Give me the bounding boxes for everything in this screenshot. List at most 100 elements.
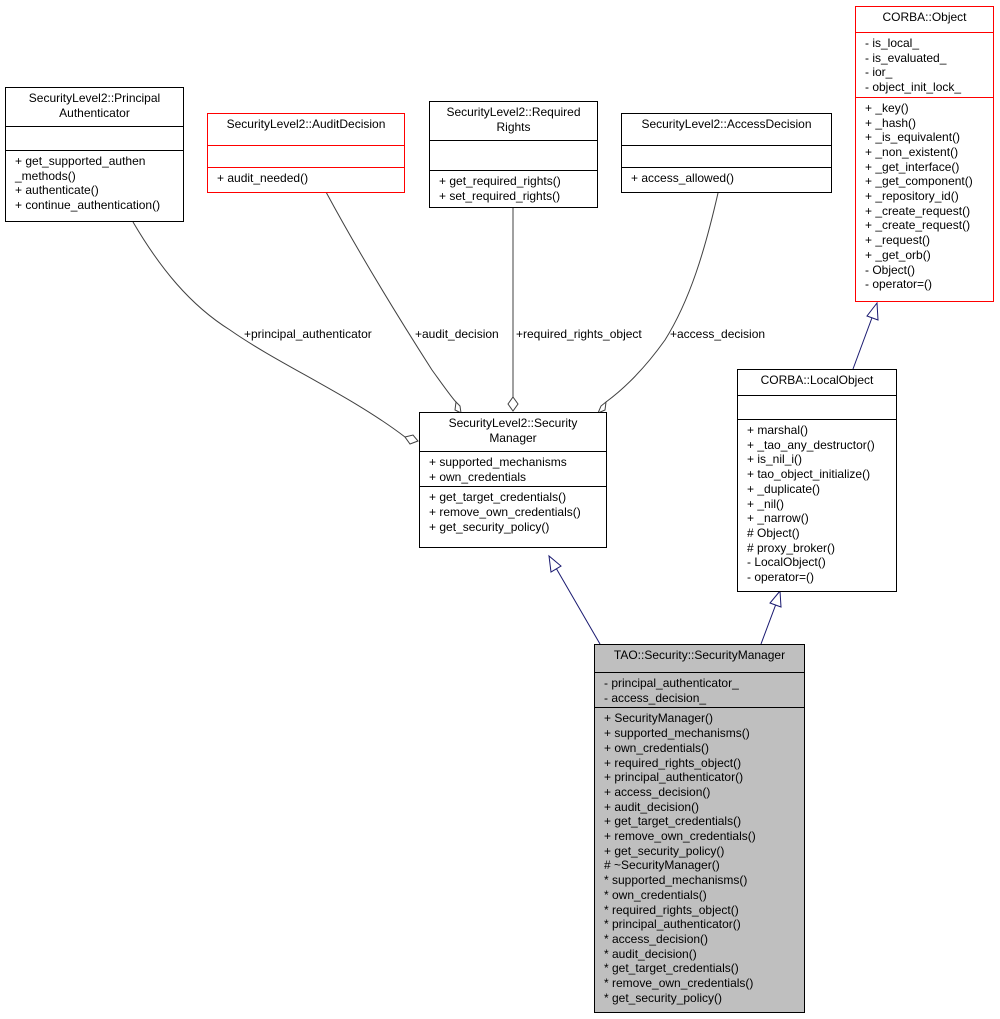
method-item: + principal_authenticator() — [604, 770, 744, 785]
method-item: + supported_mechanisms() — [604, 726, 750, 741]
method-item: + audit_decision() — [604, 799, 700, 814]
class-name-line: TAO::Security::SecurityManager — [613, 648, 786, 662]
class-name-line: Manager — [489, 430, 537, 445]
method-item: + access_allowed() — [631, 171, 735, 185]
method-item: + get_required_rights() — [439, 174, 561, 188]
method-item: + _get_orb() — [865, 247, 931, 262]
method-item: + get_target_credentials() — [604, 814, 742, 829]
class-name-line: CORBA::Object — [882, 10, 967, 24]
method-item: + marshal() — [747, 423, 809, 437]
method-item: + SecurityManager() — [604, 711, 714, 726]
class-attributes: - principal_authenticator_- access_decis… — [595, 672, 804, 707]
method-item: + _repository_id() — [865, 189, 959, 204]
method-item: + audit_needed() — [217, 171, 309, 185]
class-methods: + get_target_credentials()+ remove_own_c… — [420, 486, 606, 536]
method-item: + _create_request() — [865, 218, 971, 233]
class-name-line: CORBA::LocalObject — [760, 373, 874, 387]
edge-tao-inherits-localobject — [760, 603, 777, 645]
method-item: + _get_component() — [865, 174, 973, 189]
attribute-item: - is_local_ — [865, 36, 920, 50]
class-attributes: + supported_mechanisms+ own_credentials — [420, 451, 606, 486]
method-item: + tao_object_initialize() — [747, 467, 871, 482]
class-attributes: - is_local_- is_evaluated_- ior_- object… — [856, 32, 993, 97]
class-methods: + audit_needed() — [208, 167, 404, 188]
edge-access-decision — [605, 192, 719, 403]
class-attributes — [738, 395, 896, 419]
edge-label-audit-decision: +audit_decision — [415, 327, 499, 341]
edge-tao-inherits-localobject-arrowhead — [769, 589, 782, 608]
method-item: - LocalObject() — [747, 555, 826, 570]
edge-label-required-rights-object: +required_rights_object — [516, 327, 642, 341]
class-name-line: SecurityLevel2::AccessDecision — [641, 117, 812, 131]
class-name-line: SecurityLevel2::Required — [446, 105, 581, 119]
class-title: CORBA::LocalObject — [738, 370, 896, 395]
method-item: + _create_request() — [865, 203, 971, 218]
method-item: + set_required_rights() — [439, 188, 561, 203]
class-methods: + access_allowed() — [622, 167, 831, 188]
method-item: + _key() — [865, 100, 909, 115]
method-item: + remove_own_credentials() — [429, 505, 581, 520]
class-methods: + SecurityManager()+ supported_mechanism… — [595, 707, 804, 1007]
edge-required-rights-object-diamond — [507, 396, 519, 412]
attribute-item: - ior_ — [865, 65, 893, 80]
class-box-corba-object[interactable]: CORBA::Object- is_local_- is_evaluated_-… — [855, 6, 994, 302]
method-item: * remove_own_credentials() — [604, 976, 754, 991]
attribute-item: + own_credentials — [429, 469, 527, 484]
attribute-item: - object_init_lock_ — [865, 80, 962, 95]
method-item: + _request() — [865, 233, 931, 248]
method-item: * principal_authenticator() — [604, 917, 741, 932]
method-item: - operator=() — [747, 570, 815, 585]
method-item: _methods() — [15, 168, 76, 183]
edge-principal-authenticator-diamond — [404, 434, 419, 445]
attribute-item: - is_evaluated_ — [865, 50, 947, 65]
class-attributes — [622, 145, 831, 167]
class-methods: + get_supported_authen_methods()+ authen… — [6, 150, 183, 215]
class-name-line: SecurityLevel2::Security — [448, 416, 578, 430]
method-item: + required_rights_object() — [604, 755, 742, 770]
edge-localobject-inherits-object — [852, 314, 874, 370]
class-attributes — [6, 126, 183, 150]
class-methods: + get_required_rights()+ set_required_ri… — [430, 170, 597, 205]
method-item: + access_decision() — [604, 784, 711, 799]
method-item: * supported_mechanisms() — [604, 873, 748, 888]
class-attributes — [430, 140, 597, 170]
edge-label-principal-authenticator: +principal_authenticator — [244, 327, 372, 341]
class-name-line: SecurityLevel2::Principal — [28, 91, 161, 105]
method-item: + _duplicate() — [747, 481, 821, 496]
method-item: + _tao_any_destructor() — [747, 437, 875, 452]
method-item: + remove_own_credentials() — [604, 829, 756, 844]
class-name-line: Rights — [496, 119, 531, 134]
method-item: + get_target_credentials() — [429, 490, 567, 505]
method-item: # ~SecurityManager() — [604, 858, 720, 873]
attribute-item: + supported_mechanisms — [429, 455, 567, 469]
class-name-line: SecurityLevel2::AuditDecision — [226, 117, 386, 131]
edge-localobject-inherits-object-arrowhead — [866, 301, 879, 321]
attribute-item: - access_decision_ — [604, 690, 707, 705]
method-item: + get_security_policy() — [604, 843, 725, 858]
method-item: # proxy_broker() — [747, 540, 836, 555]
method-item: + get_supported_authen — [15, 154, 146, 168]
attribute-item: - principal_authenticator_ — [604, 676, 739, 690]
class-box-audit-decision[interactable]: SecurityLevel2::AuditDecision+ audit_nee… — [207, 113, 405, 193]
class-title: SecurityLevel2::AuditDecision — [208, 114, 404, 145]
method-item: + _is_equivalent() — [865, 130, 961, 145]
edge-tao-inherits-securitymanager-arrowhead — [548, 554, 562, 573]
method-item: + _get_interface() — [865, 159, 960, 174]
class-box-tao-security-manager[interactable]: TAO::Security::SecurityManager- principa… — [594, 644, 805, 1013]
method-item: * own_credentials() — [604, 887, 707, 902]
class-methods: + marshal()+ _tao_any_destructor()+ is_n… — [738, 419, 896, 587]
method-item: + _narrow() — [747, 511, 809, 526]
method-item: + get_security_policy() — [429, 519, 550, 534]
method-item: * access_decision() — [604, 931, 709, 946]
method-item: + continue_authentication() — [15, 198, 161, 213]
method-item: * get_target_credentials() — [604, 961, 739, 976]
class-box-access-decision[interactable]: SecurityLevel2::AccessDecision+ access_a… — [621, 113, 832, 193]
class-box-corba-local-object[interactable]: CORBA::LocalObject+ marshal()+ _tao_any_… — [737, 369, 897, 592]
